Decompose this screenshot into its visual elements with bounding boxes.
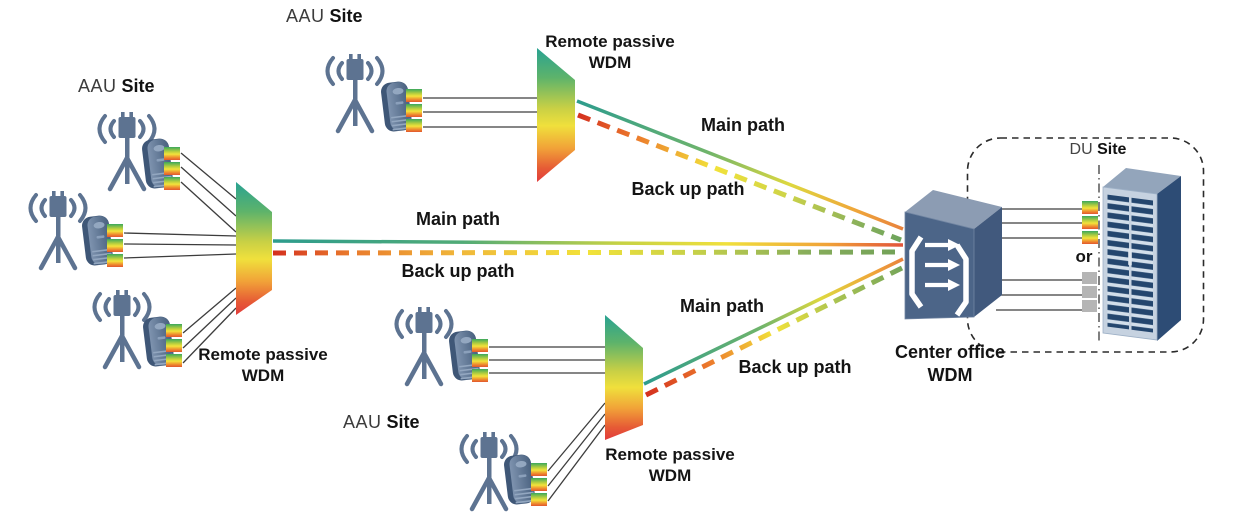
antenna-icon — [95, 290, 150, 367]
fiber-links-bottom-cluster — [489, 346, 606, 502]
backup-path-label-left: Back up path — [401, 261, 515, 281]
main-path-line-left — [272, 239, 904, 247]
fiber-links-left-cluster — [123, 152, 237, 364]
fiber-port-blocks — [531, 463, 547, 506]
center-office-wdm-icon — [904, 190, 1002, 320]
fiber-port-blocks — [164, 147, 180, 190]
backup-path-line-left — [272, 249, 904, 256]
du-rack-icon — [1102, 168, 1181, 341]
main-path-label-top: Main path — [701, 115, 785, 135]
main-path-label-bottom: Main path — [680, 296, 764, 316]
or-label: or — [1075, 247, 1093, 266]
trunk-paths — [272, 99, 904, 398]
main-path-line-bottom — [643, 257, 904, 386]
backup-path-label-top: Back up path — [631, 179, 745, 199]
fiber-links-top-cluster — [423, 97, 537, 128]
antenna-icon — [397, 307, 452, 384]
fiber-port-blocks — [166, 324, 182, 367]
main-path-line-top — [576, 99, 904, 231]
fiber-links-du-site — [996, 208, 1082, 311]
site-label-bottom: AAU Site — [343, 412, 420, 432]
remote-wdm-prism-top — [537, 48, 575, 182]
site-label-left: AAU Site — [78, 76, 155, 96]
backup-path-line-top — [577, 112, 902, 243]
fiber-port-blocks — [406, 89, 422, 132]
arrows-right-glyph — [925, 239, 960, 291]
fiber-port-blocks — [472, 339, 488, 382]
backup-path-line-bottom — [644, 265, 904, 398]
antenna-icon — [31, 191, 86, 268]
main-path-label-left: Main path — [416, 209, 500, 229]
gray-port-blocks — [1082, 272, 1097, 312]
remote-wdm-prism-left — [236, 182, 272, 315]
fiber-port-blocks — [107, 224, 123, 267]
du-site-label: DU Site — [1069, 141, 1127, 158]
site-label-top: AAU Site — [286, 6, 363, 26]
antenna-icon — [328, 54, 383, 131]
aau-device-icon — [502, 452, 537, 507]
backup-path-label-bottom: Back up path — [738, 357, 852, 377]
fiber-port-blocks — [1082, 201, 1098, 244]
remote-wdm-prism-bottom — [605, 315, 643, 440]
